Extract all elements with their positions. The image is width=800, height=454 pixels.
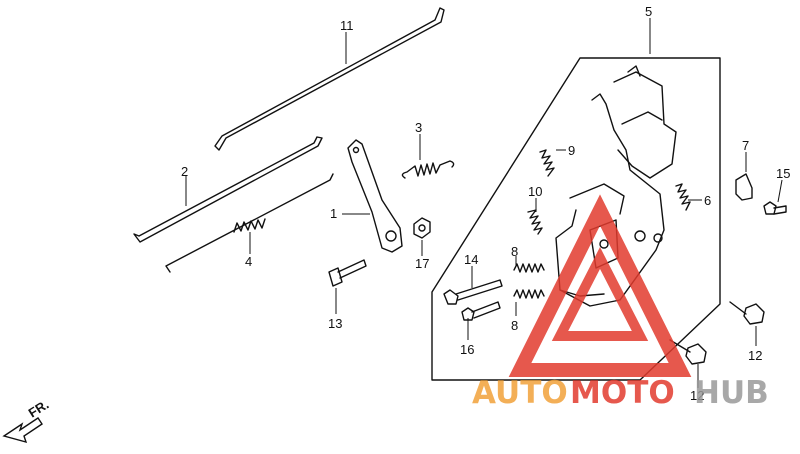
spring-part-10 xyxy=(527,209,543,235)
lever-part-1 xyxy=(347,139,403,253)
callout-17: 17 xyxy=(415,256,429,271)
callout-3: 3 xyxy=(415,120,422,135)
spring-part-8-lower xyxy=(513,289,545,299)
direction-label: FR. xyxy=(26,397,52,421)
leader-lines xyxy=(185,18,783,388)
clip-part-7 xyxy=(735,173,753,201)
rod-part-2 xyxy=(133,136,323,243)
callout-2: 2 xyxy=(181,164,188,179)
spring-part-9 xyxy=(539,149,555,177)
callout-8-lower: 8 xyxy=(511,318,518,333)
bolt-part-12-upper xyxy=(729,301,765,325)
callout-4: 4 xyxy=(245,254,252,269)
screw-part-13 xyxy=(328,259,367,287)
callout-16: 16 xyxy=(460,342,474,357)
callout-8-upper: 8 xyxy=(511,244,518,259)
spring-part-3 xyxy=(401,160,455,179)
callout-12-upper: 12 xyxy=(748,348,762,363)
callout-1: 1 xyxy=(330,206,337,221)
bolt-part-15 xyxy=(763,201,787,215)
callouts: 11 2 3 4 1 13 17 5 9 10 8 8 14 16 6 7 15… xyxy=(181,4,790,403)
callout-9: 9 xyxy=(568,143,575,158)
watermark-text-moto: MOTO xyxy=(570,375,675,411)
front-direction-arrow: FR. xyxy=(2,397,52,444)
callout-7: 7 xyxy=(742,138,749,153)
rod-with-spring-part-4 xyxy=(165,173,334,273)
bolt-part-16 xyxy=(461,301,501,321)
callout-5: 5 xyxy=(645,4,652,19)
watermark-text-auto: AUTO xyxy=(472,375,568,411)
callout-6: 6 xyxy=(704,193,711,208)
callout-10: 10 xyxy=(528,184,542,199)
spring-part-8-upper xyxy=(513,263,545,273)
watermark-text-hub: HUB xyxy=(694,375,769,411)
callout-15: 15 xyxy=(776,166,790,181)
callout-14: 14 xyxy=(464,252,478,267)
callout-13: 13 xyxy=(328,316,342,331)
nut-part-17 xyxy=(413,217,431,239)
rod-part-11 xyxy=(214,7,445,151)
callout-11: 11 xyxy=(340,18,354,33)
callout-12-lower: 12 xyxy=(690,388,704,403)
bolt-part-14 xyxy=(443,279,503,305)
watermark-logo: AUTO MOTO HUB xyxy=(472,194,769,411)
spring-part-6 xyxy=(675,183,691,211)
